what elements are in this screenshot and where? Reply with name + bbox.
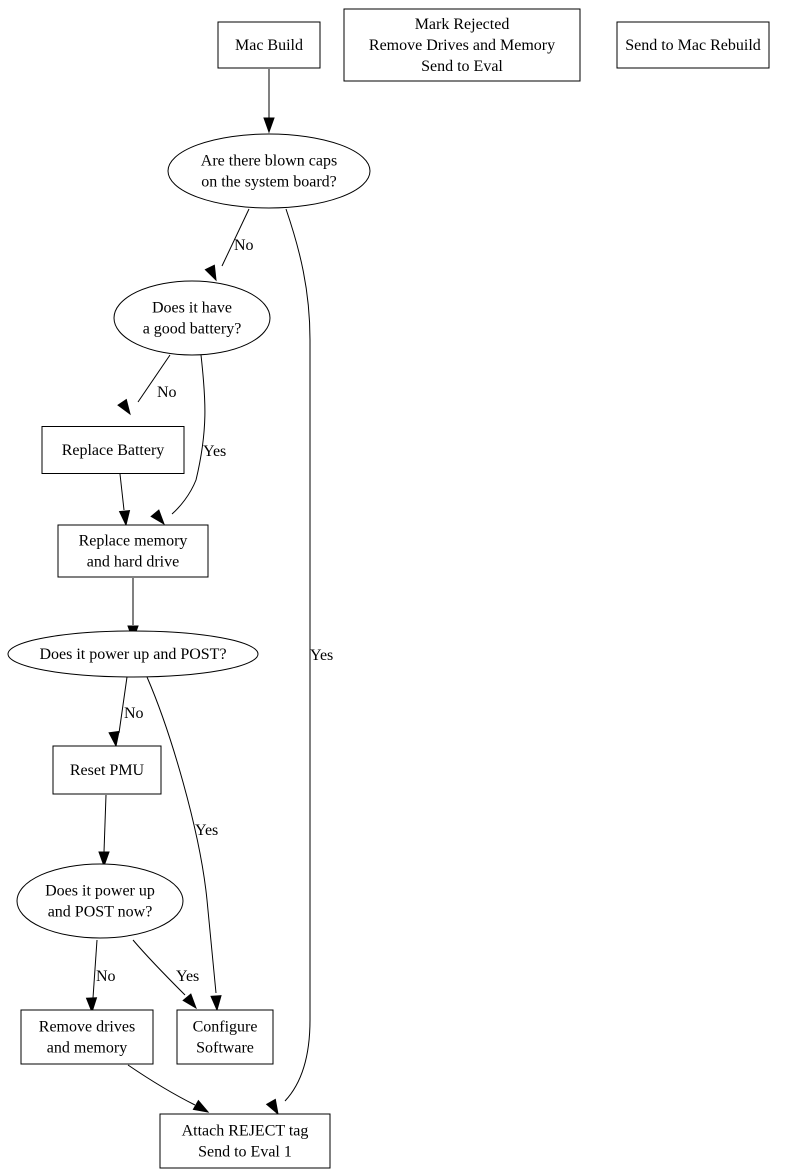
- node-label-line: a good battery?: [143, 321, 242, 338]
- edge-line: [146, 676, 217, 994]
- node-blown-caps: Are there blown caps on the system board?: [167, 133, 371, 209]
- edge-line: [132, 939, 186, 996]
- node-label-line: Reset PMU: [70, 762, 145, 779]
- edge-line: [137, 354, 171, 403]
- node-label-line: Send to Eval 1: [198, 1144, 292, 1161]
- node-label-line: Are there blown caps: [201, 153, 337, 170]
- node-label-line: Remove drives: [39, 1019, 135, 1036]
- decision-ellipse: [113, 280, 271, 356]
- process-box: [616, 21, 770, 69]
- process-box: [217, 21, 321, 69]
- node-label-line: Software: [196, 1040, 254, 1057]
- process-box: [159, 1113, 331, 1169]
- edge-blown-caps-to-attach-reject: [265, 208, 311, 1116]
- edge-good-battery-to-replace-battery: [117, 354, 171, 416]
- decision-ellipse: [7, 630, 259, 678]
- process-box: [176, 1009, 274, 1065]
- arrowhead-icon: [118, 509, 131, 527]
- arrowhead-icon: [210, 995, 222, 1012]
- node-label-line: Send to Mac Rebuild: [625, 37, 761, 54]
- node-label-line: Replace memory: [79, 533, 188, 550]
- edge-line: [221, 208, 250, 267]
- edge-label: No: [157, 384, 177, 401]
- node-mac-build: Mac Build: [217, 21, 321, 69]
- arrowhead-icon: [150, 509, 165, 526]
- edge-power-post-now-to-configure-software: [132, 939, 197, 1010]
- node-good-battery: Does it have a good battery?: [113, 280, 271, 356]
- process-box: [20, 1009, 154, 1065]
- edge-line: [103, 794, 107, 853]
- process-box: [57, 524, 209, 578]
- node-label-line: Does it power up: [45, 883, 155, 900]
- arrowhead-icon: [182, 993, 197, 1010]
- arrowhead-icon: [263, 117, 275, 134]
- edge-label: Yes: [195, 822, 218, 839]
- node-label-line: and POST now?: [48, 904, 153, 921]
- edge-line: [127, 1064, 196, 1106]
- arrowhead-icon: [85, 997, 98, 1014]
- edge-label: No: [124, 705, 144, 722]
- arrowhead-icon: [108, 730, 120, 748]
- edge-remove-drives-to-attach-reject: [127, 1064, 210, 1113]
- node-label-line: Does it have: [152, 300, 232, 317]
- edge-line: [119, 473, 125, 511]
- node-label-line: Configure: [193, 1019, 258, 1036]
- process-box: [52, 745, 162, 795]
- edge-line: [284, 208, 311, 1102]
- edge-blown-caps-to-good-battery: [204, 208, 250, 282]
- node-label-line: Mark Rejected: [415, 16, 510, 33]
- edge-label: Yes: [176, 968, 199, 985]
- arrowhead-icon: [204, 264, 217, 282]
- node-reset-pmu: Reset PMU: [52, 745, 162, 795]
- edge-reset-pmu-to-power-post-now: [98, 794, 110, 868]
- process-box: [41, 426, 185, 474]
- node-label-line: Mac Build: [235, 37, 303, 54]
- decision-ellipse: [16, 863, 184, 939]
- node-power-post-now: Does it power up and POST now?: [16, 863, 184, 939]
- node-label-line: Does it power up and POST?: [39, 646, 226, 663]
- node-label-line: on the system board?: [201, 174, 337, 191]
- edge-power-post-to-reset-pmu: [108, 676, 128, 748]
- edge-label: Yes: [203, 443, 226, 460]
- arrowhead-icon: [192, 1099, 210, 1113]
- arrowhead-icon: [117, 398, 131, 416]
- edge-good-battery-to-replace-memory: [150, 354, 206, 526]
- edge-label: No: [234, 237, 254, 254]
- node-label-line: Send to Eval: [421, 58, 503, 75]
- edge-line: [118, 676, 128, 734]
- edge-label: Yes: [310, 647, 333, 664]
- edge-replace-battery-to-replace-memory: [118, 473, 131, 527]
- process-box: [343, 8, 581, 82]
- edge-line: [92, 939, 98, 999]
- edge-power-post-now-to-remove-drives: [85, 939, 98, 1014]
- edge-line: [171, 354, 206, 515]
- node-label-line: and memory: [47, 1040, 127, 1057]
- node-replace-memory: Replace memory and hard drive: [57, 524, 209, 578]
- node-replace-battery: Replace Battery: [41, 426, 185, 474]
- edge-mac-build-to-blown-caps: [263, 69, 275, 134]
- edge-label: No: [96, 968, 116, 985]
- node-label-line: Remove Drives and Memory: [369, 37, 555, 54]
- node-label-line: Attach REJECT tag: [182, 1123, 309, 1140]
- node-label-line: and hard drive: [87, 554, 179, 571]
- node-power-post: Does it power up and POST?: [7, 630, 259, 678]
- node-remove-drives: Remove drives and memory: [20, 1009, 154, 1065]
- node-mac-rebuild: Send to Mac Rebuild: [616, 21, 770, 69]
- decision-ellipse: [167, 133, 371, 209]
- arrowhead-icon: [98, 851, 110, 868]
- node-label-line: Replace Battery: [62, 442, 165, 459]
- arrowhead-icon: [265, 1098, 279, 1116]
- edge-power-post-to-configure-software: [146, 676, 222, 1012]
